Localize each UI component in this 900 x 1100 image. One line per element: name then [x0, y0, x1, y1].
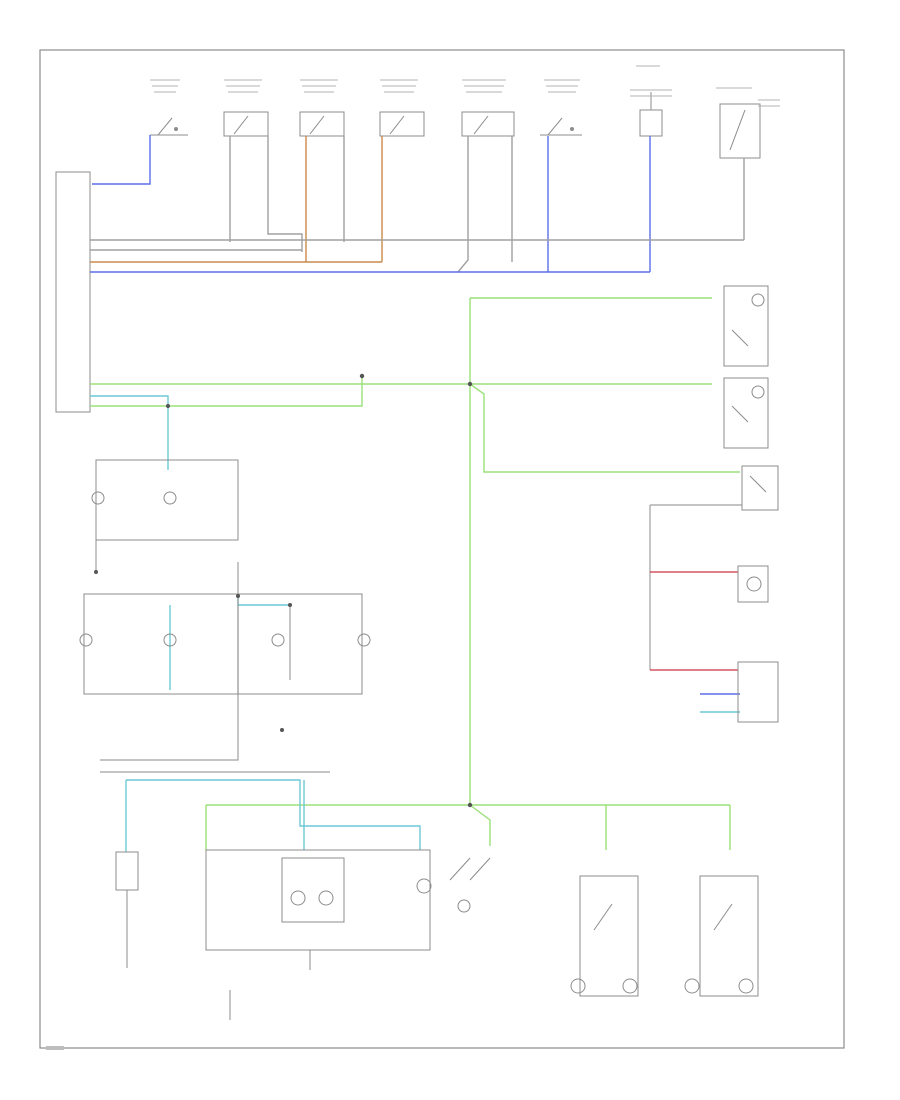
module-connector-block	[55, 171, 91, 413]
door-switch-2	[223, 111, 269, 137]
diagram-frame	[39, 49, 845, 1049]
junction-dots	[94, 373, 473, 808]
trunk-lamp	[737, 565, 769, 603]
upper-lamp-group	[91, 459, 239, 572]
door-switch-4	[379, 111, 425, 137]
red-wires	[650, 571, 738, 671]
fuse	[115, 851, 139, 891]
footer-code	[46, 1046, 64, 1050]
bottom-components	[115, 849, 759, 1020]
module-bus-wires	[90, 239, 744, 273]
lock-sensor	[639, 92, 663, 137]
glove-box-lamp	[723, 285, 769, 367]
trunk-lamp-module	[737, 661, 779, 723]
door-switch-3	[299, 111, 345, 137]
lower-lamp-group	[79, 593, 371, 695]
dome-lamp-module	[205, 849, 431, 951]
left-door-lamp	[579, 875, 639, 997]
right-door-lamp	[699, 875, 759, 997]
top-switch-row	[150, 92, 761, 159]
door-switch-1	[150, 117, 188, 136]
ignition-key-lamp	[723, 377, 769, 449]
gray-wires	[100, 504, 742, 773]
door-switch-5	[461, 111, 515, 137]
trunk-switch	[719, 103, 761, 159]
top-vertical-wires	[92, 135, 745, 273]
green-feed-wires	[90, 297, 740, 850]
right-components	[723, 285, 779, 723]
cyan-wires	[90, 395, 740, 852]
door-switch-6	[540, 117, 582, 136]
trunk-lamp-switch	[741, 465, 779, 511]
top-label-marks	[150, 65, 780, 107]
